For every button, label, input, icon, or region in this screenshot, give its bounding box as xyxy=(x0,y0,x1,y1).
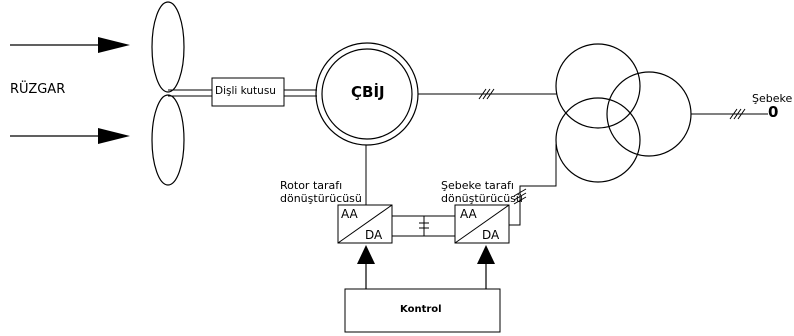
grid-converter-ac-label: AA xyxy=(460,207,477,221)
turbine-blade-bottom xyxy=(151,94,185,186)
gearbox-label: Dişli kutusu xyxy=(215,85,276,97)
transformer-winding-converter xyxy=(555,97,641,183)
converter-transformer-line xyxy=(509,144,557,226)
converter-line-ticks xyxy=(513,188,527,205)
grid-side-converter xyxy=(454,204,510,244)
grid-line-ticks xyxy=(729,108,746,120)
control-box xyxy=(344,288,501,333)
turbine-blade-top xyxy=(151,1,185,93)
grid-terminal: 0 xyxy=(768,103,779,121)
wind-arrow-bottom xyxy=(10,128,130,144)
grid-label: Şebeke xyxy=(752,92,793,105)
rotor-side-converter xyxy=(337,204,393,244)
rotor-converter-title-line2: dönüştürücüsü xyxy=(280,192,362,205)
rotor-converter-ac-label: AA xyxy=(341,207,358,221)
transformer-winding-grid xyxy=(606,71,692,157)
generator-inner-ring xyxy=(321,48,413,140)
control-arrow-grid xyxy=(477,245,495,289)
rotor-converter-title-line1: Rotor tarafı xyxy=(280,179,343,192)
rotor-converter-dc-label: DA xyxy=(365,228,383,242)
control-label: Kontrol xyxy=(400,304,442,315)
grid-converter-dc-label: DA xyxy=(482,228,500,242)
dc-link xyxy=(392,215,455,237)
grid-converter-title-line2: dönüştürücüsü xyxy=(441,192,523,205)
stator-line-ticks xyxy=(478,88,495,100)
wind-arrow-top xyxy=(10,37,130,53)
transformer-winding-stator xyxy=(555,43,641,129)
control-arrow-rotor xyxy=(357,245,375,289)
grid-converter-title-line1: Şebeke tarafı xyxy=(441,179,514,192)
gearbox-box xyxy=(211,77,285,107)
wind-label: RÜZGAR xyxy=(10,82,66,97)
generator-label: ÇBİJ xyxy=(351,83,385,101)
